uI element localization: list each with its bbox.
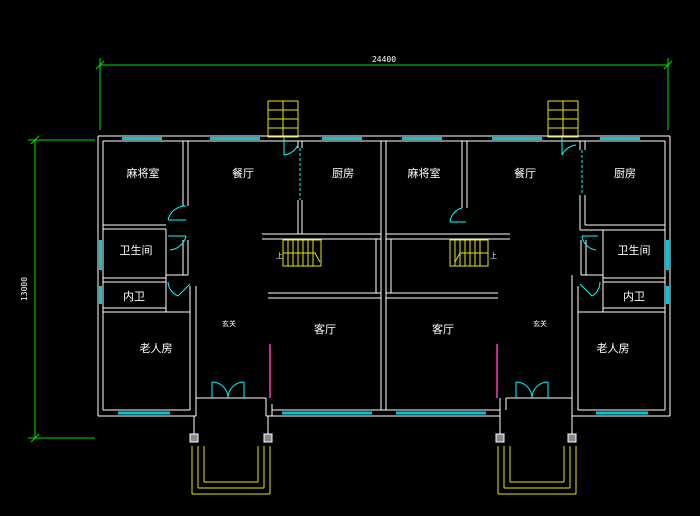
entry-steps-right [497,446,577,495]
sliding-doors [299,148,583,200]
living-room-partitions [269,344,498,398]
interior-stair-left [282,239,322,267]
room-label-mahjong-right: 麻将室 [408,166,441,180]
room-label-foyer-left: 玄关 [222,319,236,328]
room-label-kitchen-right: 厨房 [614,167,636,180]
room-label-foyer-right: 玄关 [533,319,547,328]
room-label-living-left: 客厅 [314,322,336,336]
room-label-bath-left: 卫生间 [120,243,153,257]
height-dimension-label: 13000 [20,277,29,301]
room-label-elder-left: 老人房 [140,342,173,355]
room-label-dining-left: 餐厅 [232,166,254,180]
rear-stair-right [547,100,579,138]
room-label-living-right: 客厅 [432,322,454,336]
width-dimension-label: 24400 [372,55,396,64]
room-label-mahjong-left: 麻将室 [127,166,160,180]
entry-steps-left [191,446,271,495]
entry-columns [189,433,577,443]
walls [97,135,671,417]
stair-up-mark-left: 上 [276,251,283,260]
room-label-elder-right: 老人房 [597,342,630,355]
entry-porch-lines [193,416,573,434]
room-label-dining-right: 餐厅 [514,166,536,180]
windows [99,137,669,415]
interior-stair-right [449,239,489,267]
dimension-lines [28,58,673,443]
room-label-inner-bath-left: 内卫 [123,289,145,303]
room-label-inner-bath-right: 内卫 [623,289,645,303]
room-label-bath-right: 卫生间 [618,243,651,257]
room-label-kitchen-left: 厨房 [332,167,354,180]
rear-stair-left [267,100,299,138]
doors [167,137,601,399]
stair-up-mark-right: 上 [490,251,497,260]
